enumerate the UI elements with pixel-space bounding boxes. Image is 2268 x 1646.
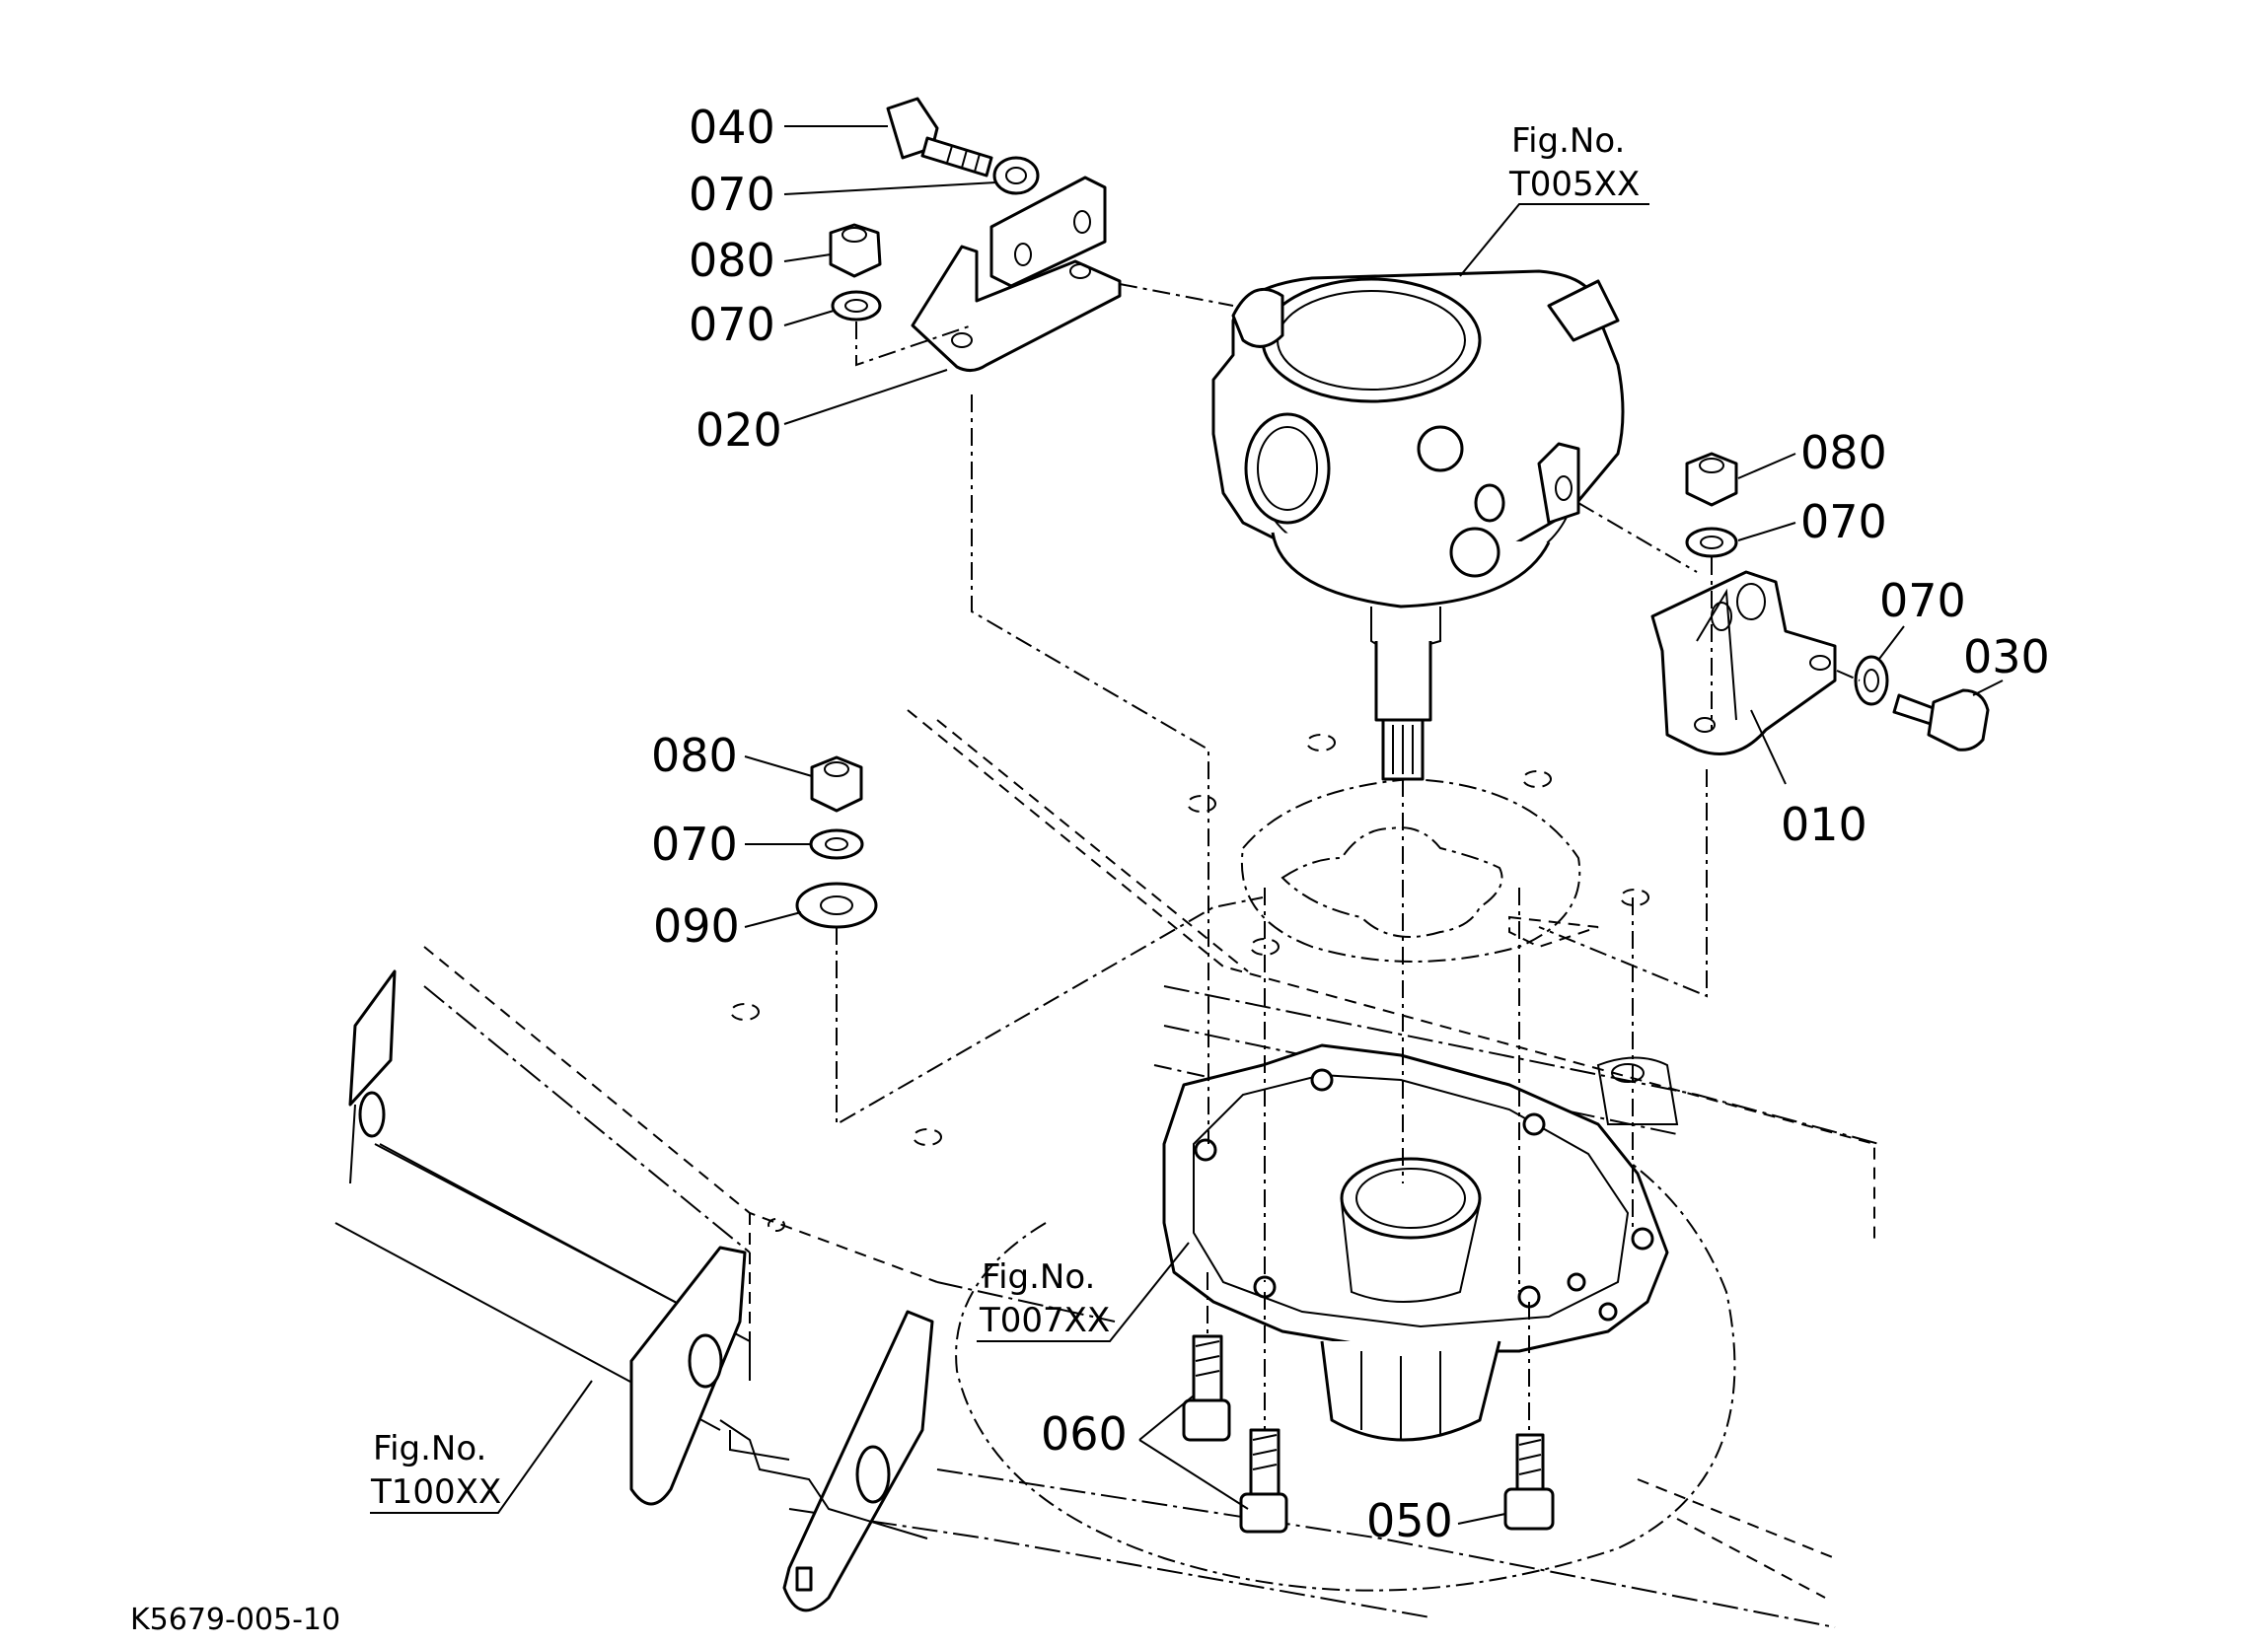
label-050: 050 (1366, 1494, 1453, 1547)
drawing-code: K5679-005-10 (130, 1603, 340, 1637)
part-labels: 040 070 080 070 020 080 070 070 030 010 … (651, 101, 2050, 1547)
leader-lines (370, 125, 2004, 1525)
label-070: 070 (689, 168, 775, 221)
label-010: 010 (1781, 798, 1867, 851)
label-080: 080 (1800, 426, 1887, 479)
fig-ref-t007-line1: Fig.No. (982, 1257, 1095, 1297)
fig-ref-t100-line1: Fig.No. (373, 1429, 486, 1468)
figure-references: Fig.No. T005XX Fig.No. T007XX Fig.No. T1… (370, 121, 1640, 1512)
gasket (1240, 777, 1581, 963)
bolts-060-050 (1182, 1334, 1555, 1534)
label-070: 070 (689, 298, 775, 351)
bracket-020 (911, 176, 1122, 372)
label-070: 070 (1800, 495, 1887, 548)
gearbox-assembly (1211, 269, 1625, 781)
fasteners (795, 97, 1990, 929)
label-070: 070 (1879, 574, 1966, 627)
label-060: 060 (1041, 1407, 1128, 1461)
label-090: 090 (653, 899, 740, 953)
label-020: 020 (695, 403, 782, 457)
housing-plate (1162, 1043, 1669, 1442)
label-080: 080 (689, 234, 775, 287)
label-080: 080 (651, 729, 738, 782)
fig-ref-t100-line2: T100XX (370, 1472, 501, 1512)
label-030: 030 (1963, 630, 2050, 683)
label-040: 040 (689, 101, 775, 154)
fig-ref-t005-line2: T005XX (1508, 165, 1640, 204)
label-070: 070 (651, 818, 738, 871)
fig-ref-t007-line2: T007XX (979, 1301, 1110, 1340)
fig-ref-t005-line1: Fig.No. (1511, 121, 1625, 161)
frame-rail (334, 969, 934, 1612)
assembly-lines (836, 283, 1861, 1435)
bracket-010 (1650, 570, 1837, 755)
